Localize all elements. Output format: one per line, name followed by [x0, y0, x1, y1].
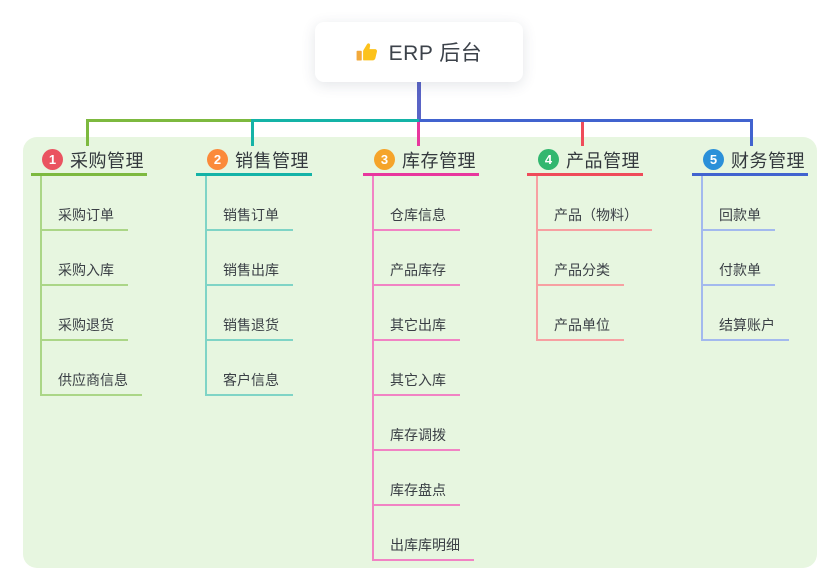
- connector-children-line: [701, 176, 703, 341]
- child-label: 仓库信息: [372, 205, 460, 231]
- branch-children: 采购订单 采购入库 采购退货 供应商信息: [31, 176, 181, 396]
- branch-node-inventory[interactable]: 3 库存管理: [363, 146, 479, 176]
- child-label: 回款单: [701, 205, 775, 231]
- connector-children-line: [40, 176, 42, 396]
- child-node[interactable]: 结算账户: [692, 286, 839, 341]
- child-label: 采购订单: [40, 205, 128, 231]
- child-label: 其它出库: [372, 315, 460, 341]
- child-node[interactable]: 销售订单: [196, 176, 346, 231]
- branch-product: 4 产品管理 产品（物料） 产品分类 产品单位: [527, 146, 677, 341]
- branch-children: 仓库信息 产品库存 其它出库 其它入库 库存调拨 库存盘点 出库库明细: [363, 176, 513, 561]
- branch-node-purchase[interactable]: 1 采购管理: [31, 146, 147, 176]
- branch-badge: 1: [42, 149, 63, 170]
- branch-title: 财务管理: [731, 150, 805, 171]
- child-label: 付款单: [701, 260, 775, 286]
- child-node[interactable]: 供应商信息: [31, 341, 181, 396]
- child-label: 产品库存: [372, 260, 460, 286]
- child-label: 销售订单: [205, 205, 293, 231]
- connector-bus-branch-1: [86, 119, 253, 122]
- child-node[interactable]: 产品（物料）: [527, 176, 677, 231]
- connector-children-line: [372, 176, 374, 561]
- child-node[interactable]: 采购订单: [31, 176, 181, 231]
- branch-badge: 5: [703, 149, 724, 170]
- branch-finance: 5 财务管理 回款单 付款单 结算账户: [692, 146, 839, 341]
- branch-title: 采购管理: [70, 150, 144, 171]
- connector-drop-branch-2: [251, 119, 254, 146]
- child-node[interactable]: 出库库明细: [363, 506, 513, 561]
- branch-title: 产品管理: [566, 150, 640, 171]
- branch-node-sales[interactable]: 2 销售管理: [196, 146, 312, 176]
- child-node[interactable]: 销售退货: [196, 286, 346, 341]
- branch-children: 销售订单 销售出库 销售退货 客户信息: [196, 176, 346, 396]
- branches-panel: [23, 137, 817, 568]
- connector-drop-branch-3: [417, 122, 420, 146]
- child-node[interactable]: 回款单: [692, 176, 839, 231]
- child-label: 库存调拨: [372, 425, 460, 451]
- child-node[interactable]: 采购退货: [31, 286, 181, 341]
- branch-badge: 2: [207, 149, 228, 170]
- child-node[interactable]: 仓库信息: [363, 176, 513, 231]
- child-node[interactable]: 产品库存: [363, 231, 513, 286]
- connector-bus-branch-5: [419, 119, 753, 122]
- child-label: 产品单位: [536, 315, 624, 341]
- branch-badge: 3: [374, 149, 395, 170]
- child-node[interactable]: 库存调拨: [363, 396, 513, 451]
- child-node[interactable]: 产品分类: [527, 231, 677, 286]
- branch-inventory: 3 库存管理 仓库信息 产品库存 其它出库 其它入库 库存调拨 库存盘点 出库库…: [363, 146, 513, 561]
- child-label: 采购入库: [40, 260, 128, 286]
- child-label: 库存盘点: [372, 480, 460, 506]
- child-node[interactable]: 客户信息: [196, 341, 346, 396]
- child-label: 出库库明细: [372, 535, 474, 561]
- connector-root-vertical: [417, 82, 421, 122]
- child-label: 结算账户: [701, 315, 789, 341]
- connector-bus-branch-2: [251, 119, 419, 122]
- branch-children: 回款单 付款单 结算账户: [692, 176, 839, 341]
- child-label: 供应商信息: [40, 370, 142, 396]
- root-node[interactable]: ERP 后台: [315, 22, 523, 82]
- child-node[interactable]: 产品单位: [527, 286, 677, 341]
- connector-drop-branch-1: [86, 119, 89, 146]
- branch-children: 产品（物料） 产品分类 产品单位: [527, 176, 677, 341]
- child-label: 其它入库: [372, 370, 460, 396]
- connector-drop-branch-5: [750, 119, 753, 146]
- child-node[interactable]: 其它入库: [363, 341, 513, 396]
- branch-title: 库存管理: [402, 150, 476, 171]
- child-node[interactable]: 付款单: [692, 231, 839, 286]
- child-label: 产品（物料）: [536, 205, 652, 231]
- child-node[interactable]: 库存盘点: [363, 451, 513, 506]
- child-node[interactable]: 其它出库: [363, 286, 513, 341]
- branch-node-finance[interactable]: 5 财务管理: [692, 146, 808, 176]
- root-node-title: ERP 后台: [388, 42, 483, 65]
- branch-purchase: 1 采购管理 采购订单 采购入库 采购退货 供应商信息: [31, 146, 181, 396]
- branch-sales: 2 销售管理 销售订单 销售出库 销售退货 客户信息: [196, 146, 346, 396]
- child-label: 客户信息: [205, 370, 293, 396]
- connector-children-line: [536, 176, 538, 341]
- thumbs-up-icon: [356, 42, 377, 61]
- branch-title: 销售管理: [235, 150, 309, 171]
- child-label: 销售退货: [205, 315, 293, 341]
- child-label: 产品分类: [536, 260, 624, 286]
- child-node[interactable]: 销售出库: [196, 231, 346, 286]
- child-label: 销售出库: [205, 260, 293, 286]
- branch-badge: 4: [538, 149, 559, 170]
- branch-node-product[interactable]: 4 产品管理: [527, 146, 643, 176]
- connector-children-line: [205, 176, 207, 396]
- child-label: 采购退货: [40, 315, 128, 341]
- child-node[interactable]: 采购入库: [31, 231, 181, 286]
- connector-drop-branch-4: [581, 122, 584, 146]
